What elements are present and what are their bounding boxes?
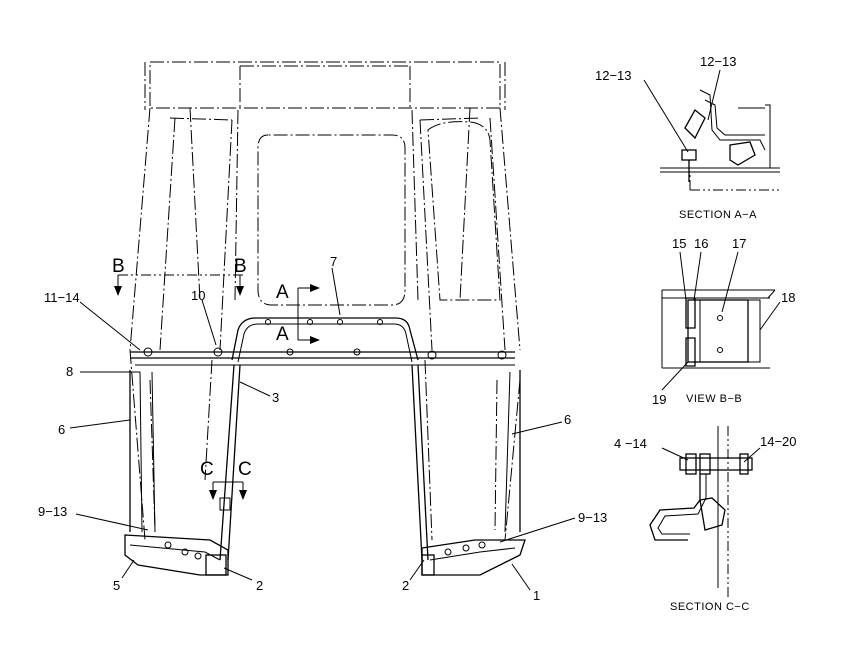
callout-1: 1: [533, 588, 540, 603]
callout-18: 18: [781, 290, 795, 305]
section-c-right-label: C: [238, 459, 252, 480]
callout-9-13-right: 9−13: [578, 510, 607, 525]
section-b-marker: B B: [112, 256, 247, 296]
callout-3: 3: [272, 390, 279, 405]
section-c-marker: C C: [200, 459, 252, 511]
callout-6-right: 6: [564, 412, 571, 427]
right-side-panel: [504, 370, 521, 533]
callout-2-left: 2: [256, 578, 263, 593]
callout-12-13-a: 12−13: [595, 68, 632, 83]
section-a-bottom-label: A: [276, 324, 289, 345]
callout-19: 19: [652, 392, 666, 407]
callout-8: 8: [66, 364, 73, 379]
section-c-c-detail: 4 −14 14−20 SECTION C−C: [614, 426, 797, 613]
left-side-panel: [129, 370, 156, 533]
cab-frame: [129, 61, 521, 541]
view-b-b-detail: 15 16 17 18 19 VIEW B−B: [652, 236, 795, 407]
section-b-left-label: B: [112, 256, 125, 277]
callout-14-20: 14−20: [760, 434, 797, 449]
right-bottom-bracket: [421, 539, 526, 576]
section-a-marker: A A: [276, 282, 320, 345]
view-b-caption: VIEW B−B: [686, 393, 742, 405]
callout-7: 7: [330, 254, 337, 269]
rail-assembly: [130, 317, 515, 561]
section-a-top-label: A: [276, 282, 289, 303]
callout-16: 16: [694, 236, 708, 251]
main-callouts: 11−14 8 6 9−13 5 2 10 3 7 2 1 9−13 6: [38, 254, 607, 603]
callout-9-13-left: 9−13: [38, 504, 67, 519]
callout-11-14: 11−14: [44, 290, 80, 305]
section-a-a-detail: 12−13 12−13 SECTION A−A: [595, 54, 780, 221]
callout-6-left: 6: [58, 422, 65, 437]
section-a-caption: SECTION A−A: [679, 209, 757, 221]
section-c-caption: SECTION C−C: [670, 601, 750, 613]
callout-4-14: 4 −14: [614, 436, 647, 451]
callout-5: 5: [113, 578, 120, 593]
callout-17: 17: [732, 236, 746, 251]
callout-15: 15: [672, 236, 686, 251]
left-bottom-bracket: [124, 534, 229, 576]
callout-10: 10: [191, 288, 205, 303]
callout-12-13-b: 12−13: [700, 54, 737, 69]
section-c-left-label: C: [200, 459, 214, 480]
section-b-right-label: B: [234, 256, 247, 277]
callout-2-right: 2: [402, 578, 409, 593]
